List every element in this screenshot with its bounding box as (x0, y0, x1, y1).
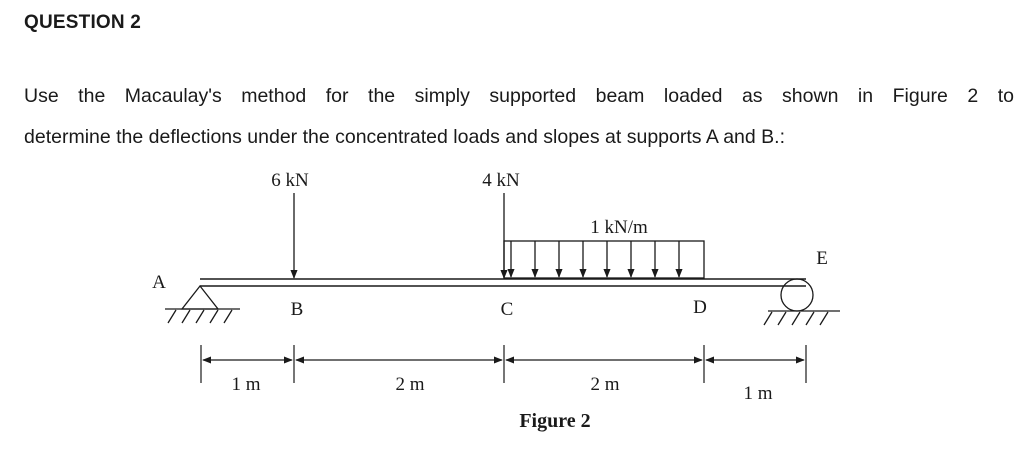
point-label-a: A (152, 272, 166, 293)
question-heading: QUESTION 2 (24, 12, 142, 33)
dimension-label-de: 1 m (743, 383, 772, 404)
point-label-d: D (693, 297, 707, 318)
load-label-4kn: 4 kN (482, 170, 520, 191)
dimension-label-cd: 2 m (590, 374, 619, 395)
dimension-label-ab: 1 m (231, 374, 260, 395)
distributed-load (503, 240, 705, 279)
roller-support-e (763, 278, 840, 326)
point-label-e: E (816, 248, 828, 269)
question-line-2: determine the deflections under the conc… (24, 126, 786, 148)
dimension-lines (200, 345, 807, 383)
question-line-1: Use the Macaulay's method for the simply… (24, 85, 1014, 107)
point-label-b: B (291, 299, 304, 320)
beam (200, 278, 806, 287)
point-label-c: C (501, 299, 514, 320)
dimension-label-bc: 2 m (395, 374, 424, 395)
pin-support-a (165, 284, 240, 324)
figure-caption: Figure 2 (519, 410, 590, 432)
udl-label: 1 kN/m (590, 217, 648, 238)
question-text: Use the Macaulay's method for the simply… (24, 76, 1014, 158)
load-label-6kn: 6 kN (271, 170, 309, 191)
